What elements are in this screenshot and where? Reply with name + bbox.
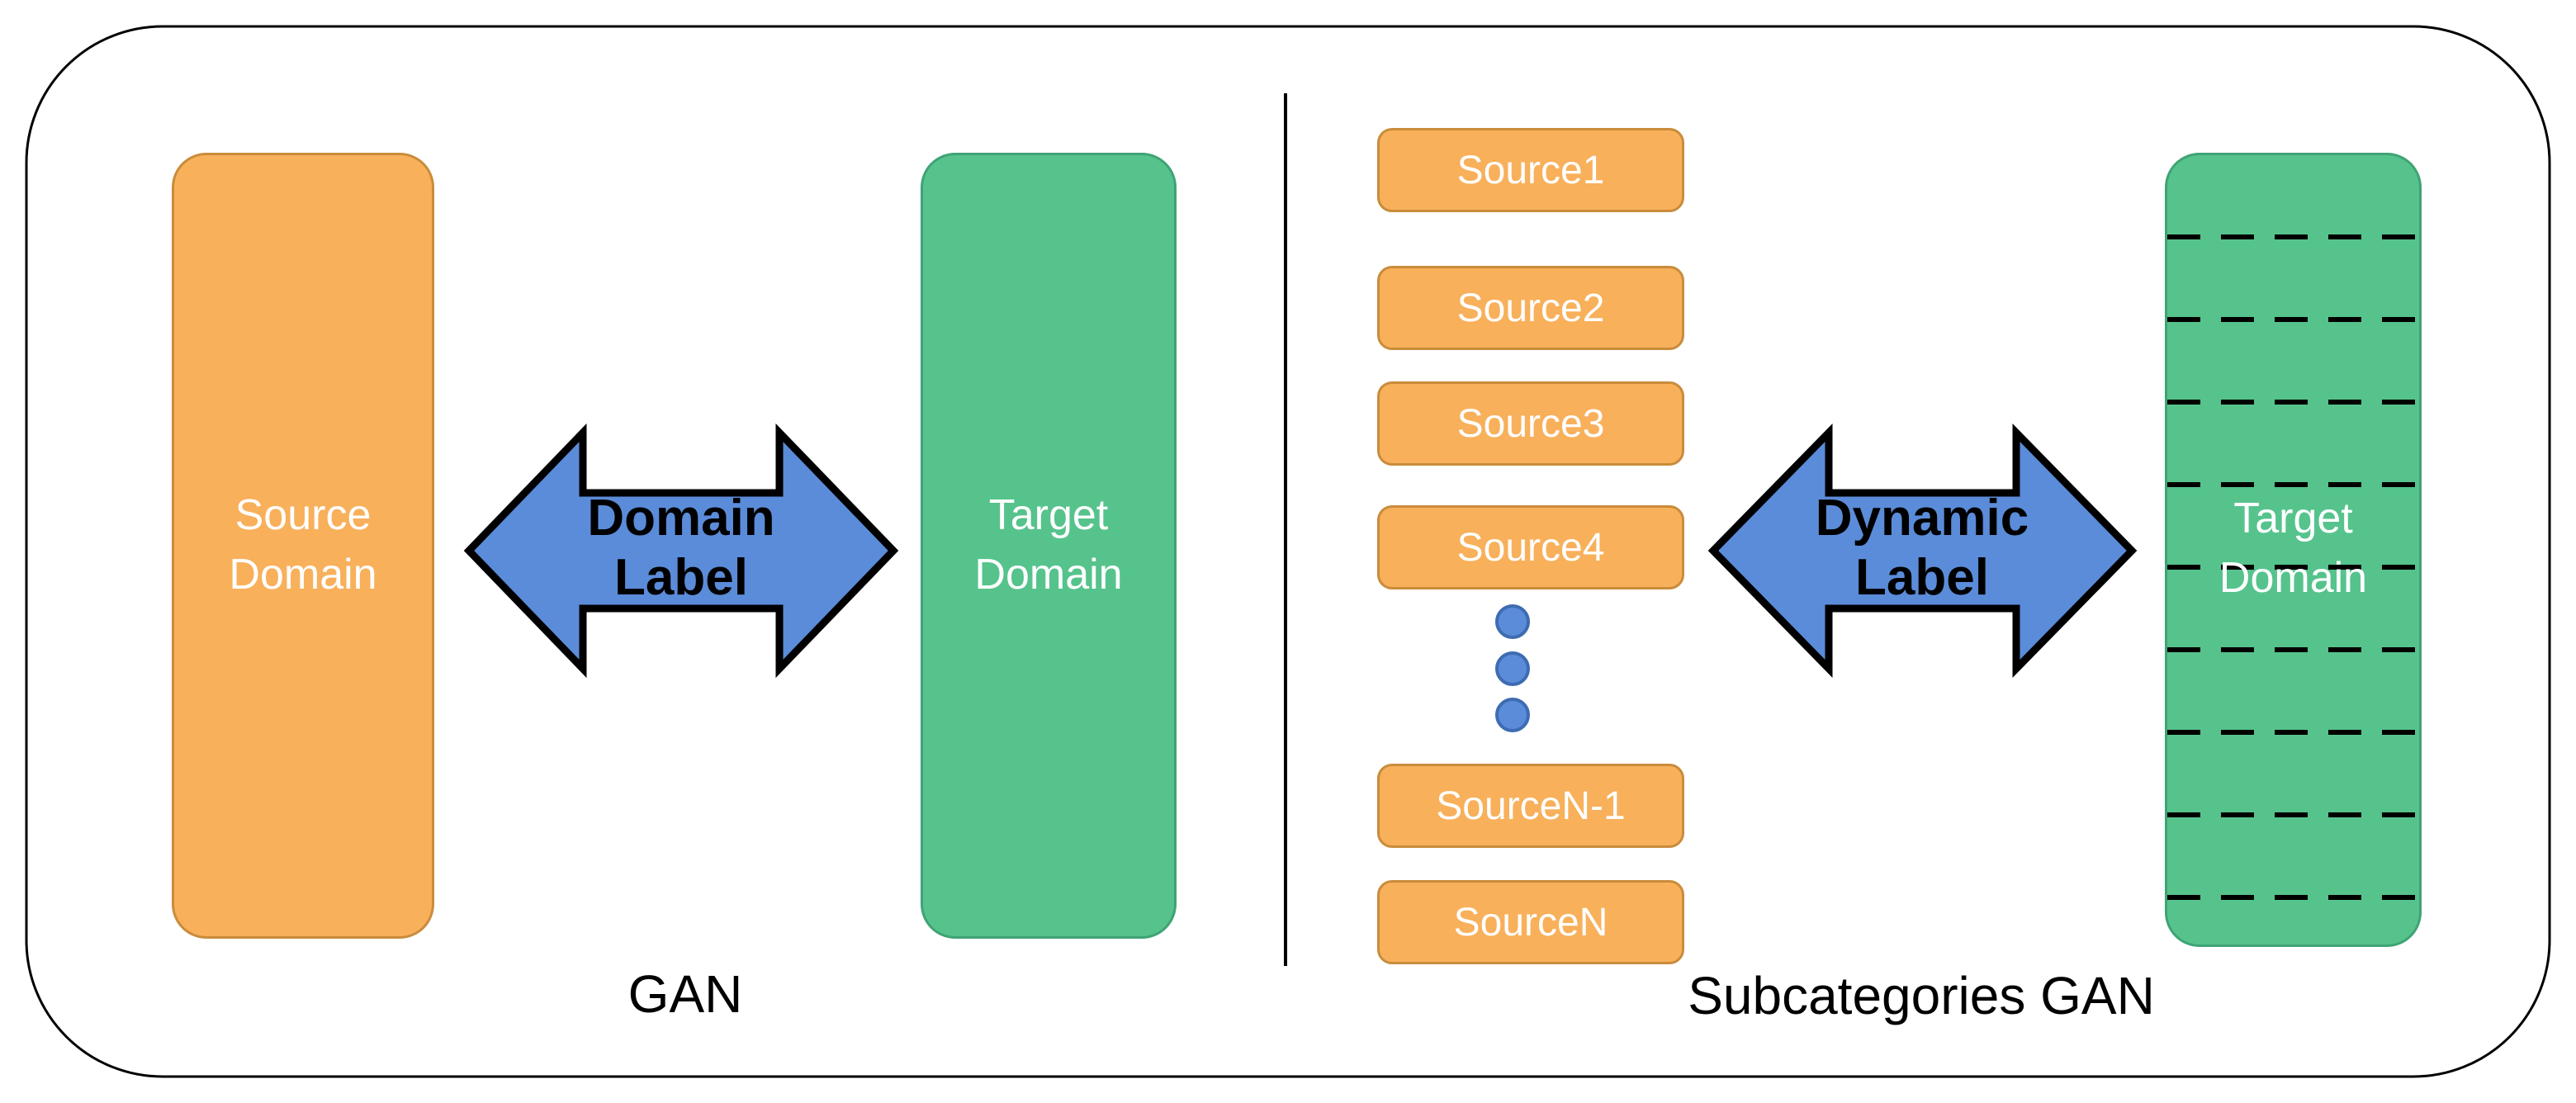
dynamic-label-arrow-text: Dynamic Label [1798,489,2046,608]
source-domain-label: Source Domain [172,485,434,604]
target-domain-sub-line2: Domain [2218,554,2368,602]
domain-label-arrow-text: Domain Label [557,489,805,608]
source2-label: Source2 [1456,286,1605,330]
dynamic-label-line2: Label [1855,549,1989,606]
source-domain-line1: Source [234,491,372,539]
source1-label: Source1 [1456,148,1605,192]
ellipsis-dot-icon [1495,604,1530,639]
gan-caption: GAN [627,964,743,1024]
target-domain-gan-line1: Target [988,491,1109,539]
domain-label-line1: Domain [587,490,775,547]
ellipsis-dot-icon [1495,698,1530,732]
ellipsis-dot-icon [1495,651,1530,686]
source4-label: Source4 [1456,525,1605,570]
subcategories-gan-caption: Subcategories GAN [1688,966,2155,1025]
domain-label-line2: Label [614,549,748,606]
source2-box: Source2 [1377,266,1684,350]
source1-box: Source1 [1377,128,1684,212]
sourcen-1-box: SourceN-1 [1377,764,1684,848]
target-domain-subcategories-label: Target Domain [2165,489,2422,608]
sourcen-box: SourceN [1377,880,1684,964]
source-domain-line2: Domain [229,551,377,599]
source3-box: Source3 [1377,381,1684,466]
dynamic-label-line1: Dynamic [1815,490,2029,547]
sourcen-label: SourceN [1453,900,1608,944]
source4-box: Source4 [1377,505,1684,589]
source3-label: Source3 [1456,401,1605,446]
target-domain-sub-line1: Target [2233,495,2353,542]
sourcen-1-label: SourceN-1 [1436,783,1626,828]
target-domain-gan-line2: Domain [974,551,1123,599]
target-domain-gan-label: Target Domain [921,485,1177,604]
